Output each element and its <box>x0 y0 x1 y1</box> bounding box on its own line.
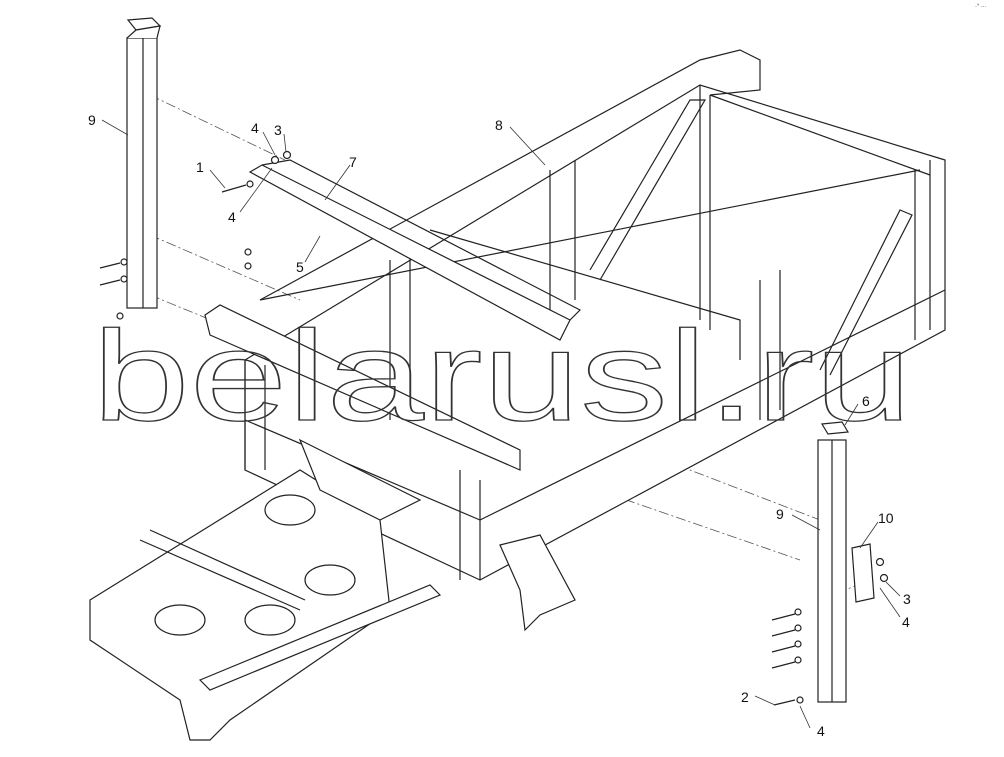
callout-9: 9 <box>776 506 784 522</box>
callout-10: 10 <box>878 510 894 526</box>
callout-4: 4 <box>902 614 910 630</box>
callout-4: 4 <box>228 209 236 225</box>
callout-3: 3 <box>903 591 911 607</box>
corner-mark: ·° ∙∙∙ <box>975 4 986 10</box>
upright-post-right <box>817 421 875 703</box>
hitch-assembly <box>89 438 576 741</box>
callout-6: 6 <box>862 393 870 409</box>
fasteners <box>99 150 889 706</box>
leader-lines <box>101 119 901 729</box>
callout-2: 2 <box>741 689 749 705</box>
callout-9: 9 <box>88 112 96 128</box>
callout-3: 3 <box>274 122 282 138</box>
callout-8: 8 <box>495 117 503 133</box>
watermark: belarusl.ru <box>92 305 912 448</box>
callout-labels: 9 4 3 1 7 8 4 5 6 9 10 3 4 2 4 <box>88 112 911 739</box>
callout-5: 5 <box>296 259 304 275</box>
upright-post-left <box>126 17 162 309</box>
callout-1: 1 <box>196 159 204 175</box>
callout-7: 7 <box>349 154 357 170</box>
cross-beam <box>204 159 582 471</box>
callout-4: 4 <box>817 723 825 739</box>
callout-4: 4 <box>251 120 259 136</box>
